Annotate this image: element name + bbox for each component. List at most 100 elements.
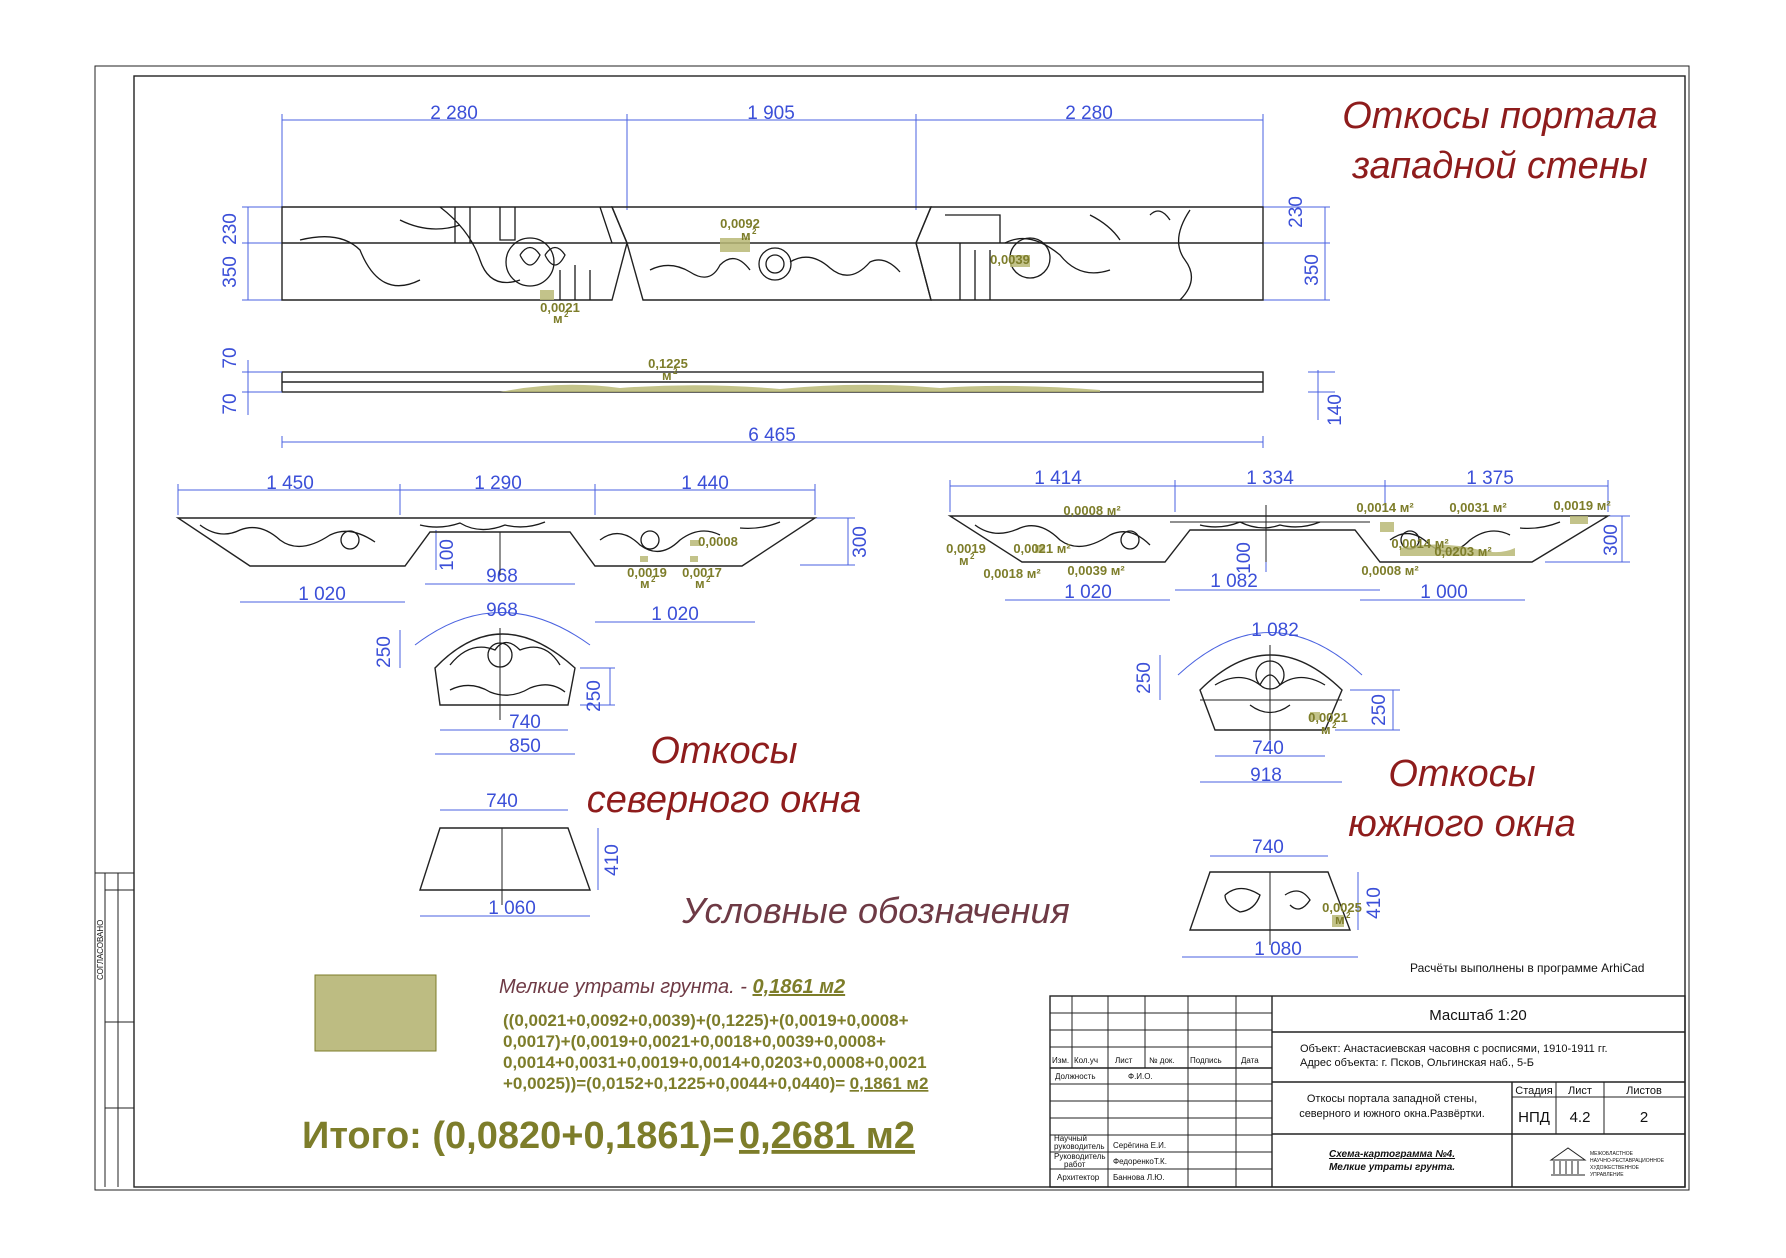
- legend-title: Условные обозначения: [681, 890, 1069, 931]
- loss-south-d: 0,0019 м²: [1553, 498, 1611, 513]
- dim-portal-left-350: 350: [220, 256, 241, 288]
- formula-result: 0,1861 м2: [850, 1074, 929, 1093]
- svg-text:работ: работ: [1064, 1160, 1086, 1169]
- loss-portal-c: 0,0039: [990, 252, 1030, 267]
- svg-text:2: 2: [673, 367, 678, 376]
- dim-portal-mid: 1 905: [747, 103, 795, 124]
- svg-text:м: м: [695, 576, 705, 591]
- portal-losses: 0,0092 м 2 0,0021 м 2 0,0039: [540, 216, 1030, 326]
- loss-south-k: 0,0008 м²: [1361, 563, 1419, 578]
- stamp-scale: Масштаб 1:20: [1429, 1007, 1527, 1024]
- dim-south-arch-w: 1 082: [1251, 620, 1299, 641]
- dim-south-h-mid: 100: [1234, 542, 1255, 574]
- svg-text:2: 2: [564, 310, 569, 319]
- south-trapezoid: 740 410 0,0025 м 2 1 080: [1182, 837, 1385, 960]
- loss-south-h: 0,0039 м²: [1067, 563, 1125, 578]
- dim-south-arch-h1: 250: [1134, 662, 1155, 694]
- dim-south-top-2: 1 334: [1246, 468, 1294, 489]
- svg-text:Ф.И.О.: Ф.И.О.: [1128, 1072, 1153, 1081]
- loss-north-a: 0,0008: [698, 534, 738, 549]
- svg-text:м: м: [1335, 912, 1345, 927]
- dim-portal-left: 2 280: [430, 103, 478, 124]
- loss-south-c: 0,0031 м²: [1449, 500, 1507, 515]
- svg-text:м: м: [1321, 722, 1331, 737]
- dim-south-trap-bottom: 1 080: [1254, 939, 1302, 960]
- legend-value: 0,1861 м2: [752, 976, 845, 998]
- svg-text:2: 2: [651, 575, 656, 584]
- formula-line-3: 0,0014+0,0031+0,0019+0,0014+0,0203+0,000…: [503, 1053, 927, 1072]
- legend-label: Мелкие утраты грунта. - 0,1861 м2: [499, 976, 845, 998]
- dim-north-trap-top: 740: [486, 791, 518, 812]
- dim-portal-right: 2 280: [1065, 103, 1113, 124]
- north-trapezoid: 740 410 1 060: [419, 791, 623, 919]
- dim-north-bottom-3: 1 020: [651, 604, 699, 625]
- north-title-line1: Откосы: [650, 730, 797, 772]
- svg-text:Архитектор: Архитектор: [1057, 1173, 1100, 1182]
- svg-text:№ док.: № док.: [1149, 1056, 1175, 1065]
- approval-label: СОГЛАСОВАНО: [96, 920, 105, 980]
- dim-strip-140: 140: [1325, 394, 1346, 426]
- loss-south-a: 0,0008 м²: [1063, 503, 1121, 518]
- dim-north-bottom-2: 968: [486, 566, 518, 587]
- dim-north-arch-w: 968: [486, 600, 518, 621]
- svg-text:Баннова Л.Ю.: Баннова Л.Ю.: [1113, 1173, 1165, 1182]
- dim-south-arch-b1: 740: [1252, 738, 1284, 759]
- legend-swatch: [314, 974, 437, 1052]
- svg-text:м: м: [640, 576, 650, 591]
- dim-south-trap-h: 410: [1364, 887, 1385, 919]
- formula-line-1: ((0,0021+0,0092+0,0039)+(0,1225)+(0,0019…: [503, 1011, 909, 1030]
- svg-text:Листов: Листов: [1626, 1085, 1662, 1097]
- strip-losses: 0,1225 м 2: [648, 356, 688, 383]
- loss-south-j: 0,0203 м²: [1434, 544, 1492, 559]
- dim-south-top-1: 1 414: [1034, 468, 1082, 489]
- south-soffit: [947, 505, 1611, 563]
- svg-text:2: 2: [1332, 721, 1337, 730]
- dim-south-bottom-1: 1 020: [1064, 582, 1112, 603]
- approval-strip: СОГЛАСОВАНО: [95, 872, 134, 1187]
- calc-note: Расчёты выполнены в программе ArhiCad: [1410, 961, 1644, 975]
- formula-line-4: +0,0025))=(0,0152+0,1225+0,0044+0,0440)=…: [503, 1074, 928, 1093]
- dim-north-arch-h2: 250: [584, 680, 605, 712]
- inner-frame: [133, 75, 1686, 1188]
- loss-south-b: 0,0014 м²: [1356, 500, 1414, 515]
- dim-north-top-2: 1 290: [474, 473, 522, 494]
- dim-north-trap-h: 410: [602, 844, 623, 876]
- dim-north-arch-b2: 850: [509, 736, 541, 757]
- portal-dimensions: 2 280 1 905 2 280 230 350 230 350: [220, 103, 1330, 301]
- dim-south-h-right: 300: [1601, 524, 1622, 556]
- loss-portal-b: 0,0021: [540, 300, 580, 315]
- stamp-sheets-total: 2: [1640, 1109, 1648, 1126]
- north-soffit-losses: 0,0008 0,0019 м 2 0,0017 м 2: [627, 534, 738, 591]
- svg-text:м: м: [553, 311, 563, 326]
- dim-north-h-right: 300: [850, 526, 871, 558]
- svg-text:Дата: Дата: [1241, 1056, 1259, 1065]
- total-line: Итого: (0,0820+0,1861)= 0,2681 м2: [302, 1115, 915, 1157]
- dim-strip-total: 6 465: [748, 425, 796, 446]
- formula-line-2: 0,0017)+(0,0019+0,0021+0,0018+0,0039+0,0…: [503, 1032, 886, 1051]
- svg-text:2: 2: [970, 552, 975, 561]
- dim-south-arch-h2: 250: [1369, 694, 1390, 726]
- stamp-sheet-no: 4.2: [1570, 1109, 1591, 1126]
- svg-text:м: м: [741, 228, 751, 243]
- stamp-stage: НПД: [1518, 1109, 1550, 1126]
- svg-text:ХУДОЖЕСТВЕННОЕ: ХУДОЖЕСТВЕННОЕ: [1590, 1165, 1640, 1171]
- dim-north-arch-h1: 250: [374, 636, 395, 668]
- dim-north-trap-bottom: 1 060: [488, 898, 536, 919]
- svg-text:Кол.уч: Кол.уч: [1074, 1056, 1098, 1065]
- north-arch: 968 250 250 740 850: [374, 600, 615, 757]
- svg-text:Руководитель: Руководитель: [1054, 1152, 1106, 1161]
- portal-title-line2: западной стены: [1351, 145, 1647, 187]
- loss-south-f: 0,0021 м²: [1013, 541, 1071, 556]
- svg-text:Стадия: Стадия: [1515, 1085, 1553, 1097]
- stamp-object: Объект: Анастасиевская часовня с роспися…: [1300, 1043, 1608, 1055]
- outer-frame: [94, 65, 1690, 1191]
- svg-text:Серёгина Е.И.: Серёгина Е.И.: [1113, 1141, 1166, 1150]
- dim-strip-70a: 70: [220, 347, 241, 368]
- south-title-line1: Откосы: [1388, 753, 1535, 795]
- south-soffit-dimensions: 1 414 1 334 1 375 1 020 1 082 1 000 100 …: [949, 468, 1630, 603]
- svg-text:УПРАВЛЕНИЕ: УПРАВЛЕНИЕ: [1590, 1172, 1624, 1178]
- stamp-address: Адрес объекта: г. Псков, Ольгинская наб.…: [1300, 1057, 1534, 1069]
- dim-portal-right-350: 350: [1302, 254, 1323, 286]
- org-logo-icon: [1549, 1147, 1587, 1176]
- svg-text:м: м: [959, 553, 969, 568]
